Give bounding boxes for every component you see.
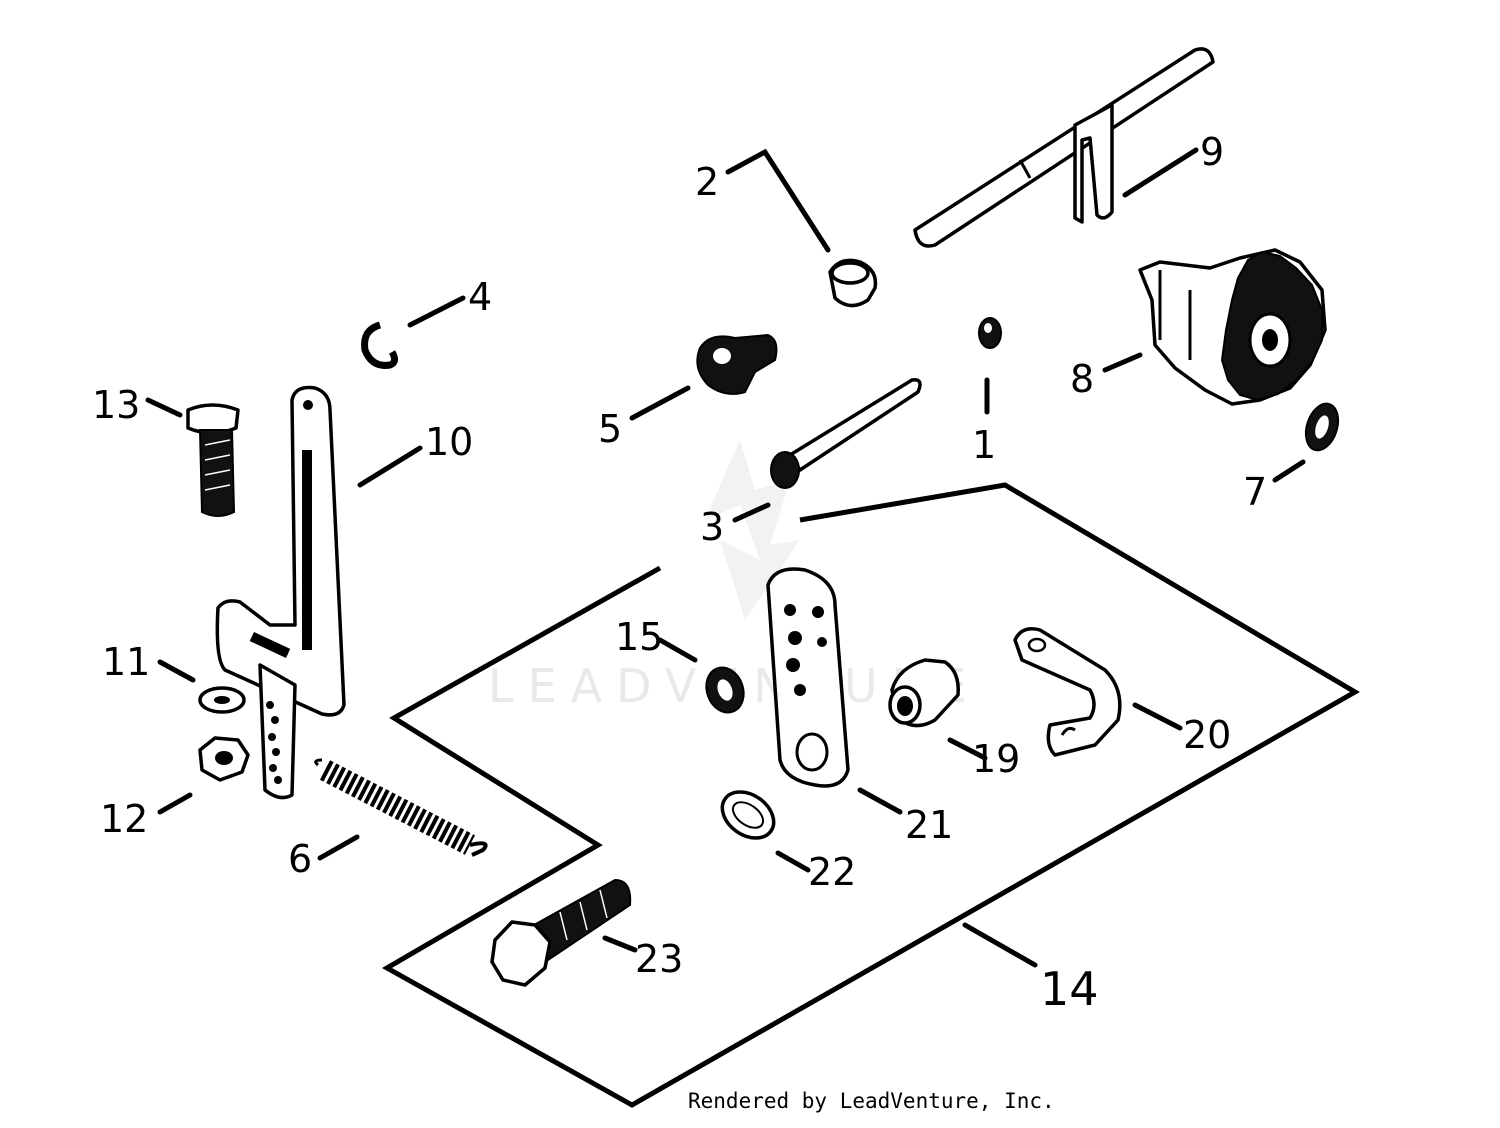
callout-7: 7 [1243,470,1267,514]
shaft-part-9 [913,47,1215,248]
bushing-part-2 [828,258,878,308]
callout-2: 2 [695,160,719,204]
base-plate-outline [381,482,1360,1108]
callout-9: 9 [1200,130,1224,174]
ball-part-1 [978,317,1002,349]
callout-21: 21 [905,803,953,847]
callout-20: 20 [1183,713,1231,757]
callout-22: 22 [808,850,856,894]
leader-lines [145,147,1306,968]
pin-part-3 [770,378,922,489]
credit-text: Rendered by LeadVenture, Inc. [688,1089,1055,1113]
plate-part-21 [766,567,850,788]
lock-washer-part-11 [198,686,246,714]
callout-3: 3 [700,505,724,549]
callout-13: 13 [92,383,140,427]
spring-part-6 [314,758,488,857]
callout-5: 5 [598,407,622,451]
clip-part-4 [361,321,399,369]
knob-part-5 [696,333,778,395]
callout-11: 11 [102,640,150,684]
callout-4: 4 [468,275,492,319]
callout-19: 19 [972,737,1020,781]
callout-8: 8 [1070,357,1094,401]
bolt-part-13 [186,403,240,517]
lever-part-10 [215,385,346,800]
bushing-part-19 [888,658,960,728]
bracket-part-20 [1013,627,1122,757]
callout-12: 12 [100,797,148,841]
washer-part-7 [1304,402,1340,452]
oval-washer-part-22 [720,790,776,840]
hex-bolt-part-23 [490,878,632,987]
washer-part-15 [705,666,745,714]
gear-part-8 [1138,248,1327,406]
callout-14: 14 [1040,962,1099,1016]
callout-1: 1 [972,423,996,467]
nut-part-12 [198,736,250,782]
callout-6: 6 [288,837,312,881]
callout-23: 23 [635,937,683,981]
callout-10: 10 [425,420,473,464]
callout-15: 15 [615,615,663,659]
